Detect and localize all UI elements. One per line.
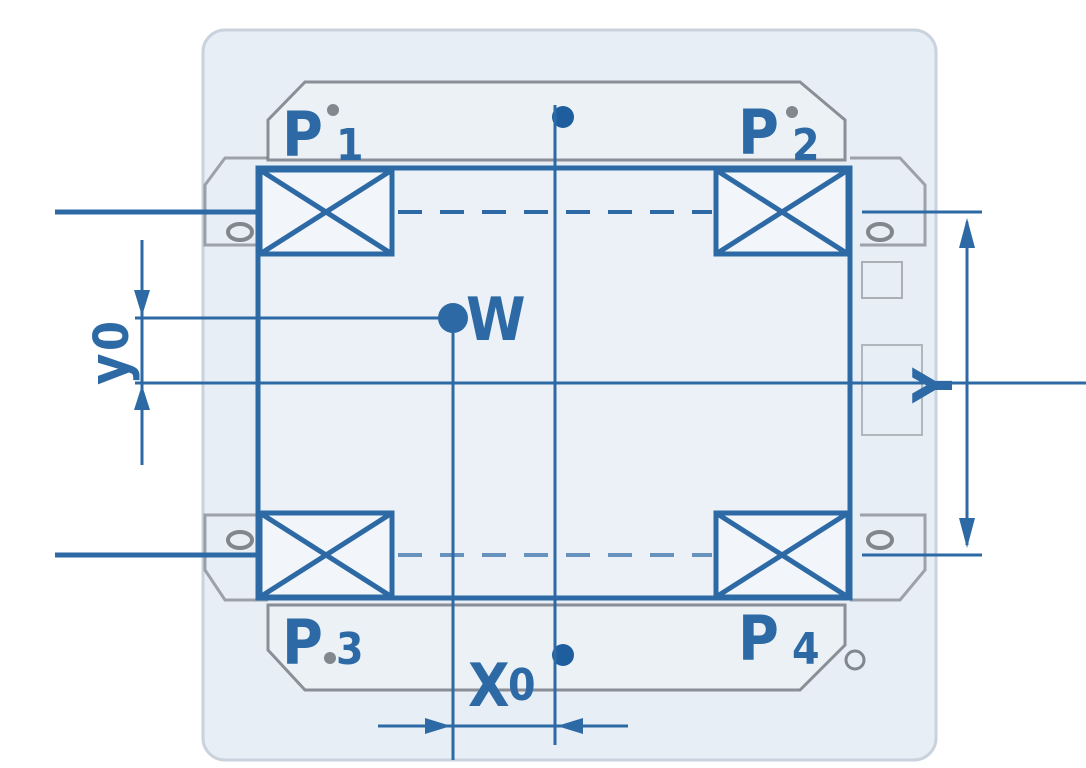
p4-label-letter: P bbox=[738, 602, 779, 675]
p3-label-index: 3 bbox=[336, 624, 364, 675]
load-cell-p1 bbox=[257, 167, 395, 257]
y-label-text: Y bbox=[902, 367, 965, 404]
p1-label-index: 1 bbox=[336, 120, 364, 171]
weighing-platform bbox=[55, 105, 1086, 760]
right-side-block-lower bbox=[861, 344, 923, 436]
right-lower-rail-outline bbox=[850, 513, 927, 602]
left-lower-rollers bbox=[226, 530, 254, 550]
x0-arrowhead-right bbox=[557, 718, 583, 734]
y0-arrowhead-top bbox=[134, 290, 150, 316]
load-cell-p4 bbox=[713, 510, 851, 600]
left-upper-rollers bbox=[226, 222, 254, 242]
center-bolt-bottom bbox=[552, 644, 574, 666]
bolt-top-left bbox=[327, 104, 339, 116]
left-rail-outline bbox=[203, 156, 268, 247]
y0-arrowhead-bottom bbox=[134, 385, 150, 410]
right-rail-outline bbox=[850, 156, 927, 247]
y-label: Y bbox=[902, 367, 965, 404]
p2-label-letter: P bbox=[738, 96, 779, 169]
bolt-bottom-right bbox=[844, 649, 866, 671]
y0-label: y 0 bbox=[78, 321, 141, 385]
x0-arrowhead-left bbox=[425, 718, 451, 734]
p3-label-letter: P bbox=[282, 606, 323, 679]
p2-label-index: 2 bbox=[792, 120, 820, 171]
right-upper-rollers bbox=[866, 222, 894, 242]
y0-label-letter: y bbox=[78, 353, 141, 385]
center-bolt-top bbox=[552, 106, 574, 128]
bolt-top-right bbox=[786, 106, 798, 118]
load-cell-p2 bbox=[713, 167, 851, 257]
left-lower-rail-outline bbox=[203, 513, 268, 602]
right-lower-rollers bbox=[866, 530, 894, 550]
load-cell-p3 bbox=[257, 510, 395, 600]
w-point-marker bbox=[438, 303, 468, 333]
x0-label-index: 0 bbox=[508, 660, 536, 711]
y-arrowhead-top bbox=[959, 218, 975, 248]
y0-label-index: 0 bbox=[84, 321, 140, 351]
right-side-block-upper bbox=[861, 261, 903, 299]
p1-label-letter: P bbox=[282, 98, 323, 171]
p4-label-index: 4 bbox=[792, 624, 820, 675]
labels: P 1 P 2 P 3 P 4 W y 0 X 0 Y bbox=[78, 96, 965, 721]
y-arrowhead-bottom bbox=[959, 518, 975, 548]
w-label: W bbox=[466, 285, 526, 355]
arrowheads bbox=[134, 218, 975, 734]
bolt-bottom-left bbox=[324, 652, 336, 664]
x0-label-letter: X bbox=[468, 651, 510, 721]
